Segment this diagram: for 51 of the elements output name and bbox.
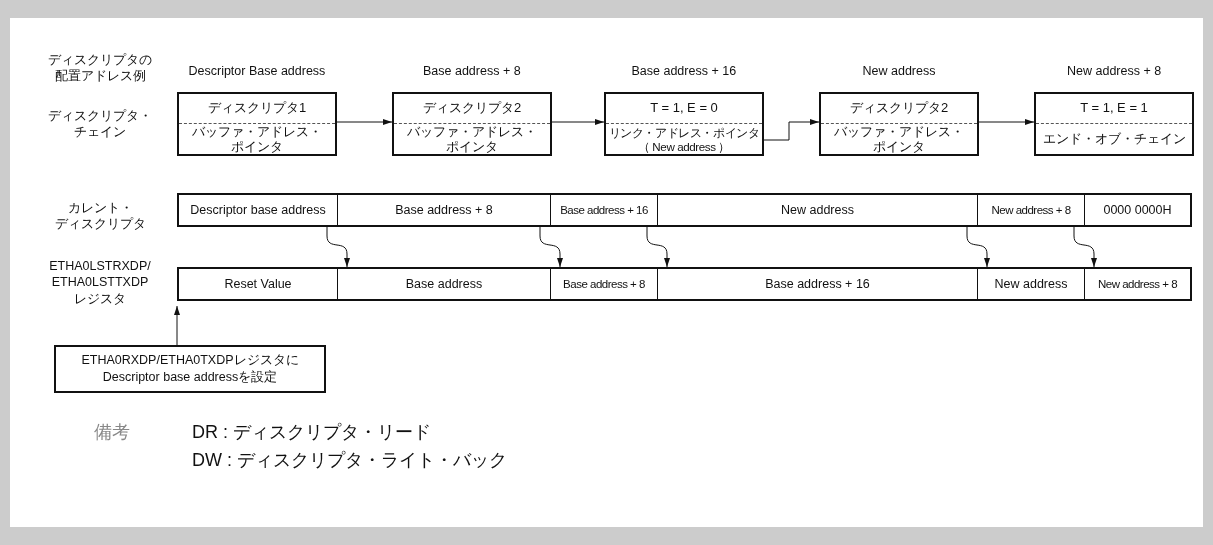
descriptor-box [819, 92, 979, 156]
table-cell: Reset Value [177, 267, 337, 301]
table-cell: Base address + 8 [337, 193, 550, 227]
address-label: Base address + 16 [631, 64, 737, 79]
descriptor-box [177, 92, 337, 156]
descriptor-box [392, 92, 552, 156]
table-cell: Base address + 16 [550, 193, 657, 227]
arrow [551, 119, 605, 125]
address-label: Descriptor Base address [188, 64, 326, 79]
arrow [1073, 226, 1097, 268]
arrow [646, 226, 670, 268]
note-text: ETHA0RXDP/ETHA0TXDPレジスタにDescriptor base addressを設定 [80, 352, 300, 386]
descriptor-box [604, 92, 764, 156]
table-cell: New address + 8 [1084, 267, 1192, 301]
address-label: Base address + 8 [423, 64, 521, 79]
row-label: ディスクリプタの配置アドレス例 [47, 52, 153, 85]
arrow [539, 226, 563, 268]
heading-text: ディスクリプタ2 [849, 101, 949, 116]
table-cell: 0000 0000H [1084, 193, 1192, 227]
body-text: バッファ・アドレス・ポインタ [406, 124, 538, 155]
heading-text: ディスクリプタ1 [207, 101, 307, 116]
arrow [966, 226, 990, 268]
table-cell: New address + 8 [977, 193, 1084, 227]
arrow [336, 119, 393, 125]
table-cell: Base address [337, 267, 550, 301]
table-cell: Descriptor base address [177, 193, 337, 227]
heading-text: T = 1, E = 0 [650, 101, 718, 116]
address-label: New address + 8 [1067, 64, 1162, 79]
address-label: New address [862, 64, 936, 79]
table-cell: Base address + 16 [657, 267, 977, 301]
note-box [54, 345, 326, 393]
body-text: バッファ・アドレス・ポインタ [191, 124, 323, 155]
descriptor-box [1034, 92, 1194, 156]
arrow [978, 119, 1035, 125]
heading-text: T = 1, E = 1 [1080, 101, 1148, 116]
row-label: ディスクリプタ・チェイン [47, 108, 153, 141]
arrow [326, 226, 350, 268]
body-text: リンク・アドレス・ポインタ（ New address ） [608, 126, 760, 153]
body-text: エンド・オブ・チェイン [1042, 132, 1186, 147]
arrow [174, 305, 180, 346]
note-text: DR : ディスクリプタ・リード [192, 422, 431, 443]
note-text: DW : ディスクリプタ・ライト・バック [192, 450, 507, 471]
heading-text: ディスクリプタ2 [422, 101, 522, 116]
row-label: カレント・ディスクリプタ [53, 200, 147, 233]
table-cell: New address [657, 193, 977, 227]
note-heading: 備考 [94, 422, 130, 443]
body-text: バッファ・アドレス・ポインタ [833, 124, 965, 155]
row-label: ETHA0LSTRXDP/ETHA0LSTTXDPレジスタ [48, 258, 152, 307]
table-cell: Base address + 8 [550, 267, 657, 301]
arrow [763, 119, 820, 141]
table-cell: New address [977, 267, 1084, 301]
